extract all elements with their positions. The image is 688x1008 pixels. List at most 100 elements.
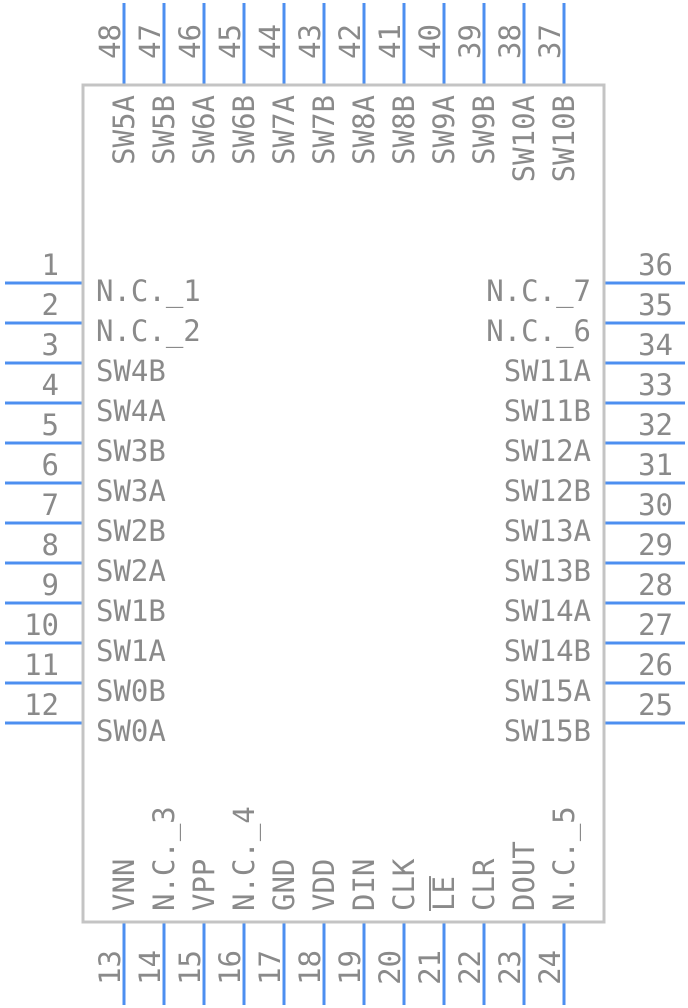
pin-label-sw14b: SW14B: [504, 634, 591, 668]
pin-32-number: 32: [638, 408, 673, 442]
pin-label-din: DIN: [347, 859, 381, 911]
pin-label-vdd: VDD: [307, 859, 341, 911]
pin-24-number: 24: [533, 950, 567, 985]
pin-41-number: 41: [373, 24, 407, 59]
pin-label-sw6b: SW6B: [227, 95, 261, 165]
pin-35-number: 35: [638, 288, 673, 322]
pin-12-number: 12: [24, 688, 59, 722]
pin-label-n-c-1: N.C._1: [96, 274, 201, 309]
pin-11-number: 11: [24, 648, 59, 682]
pin-label-sw3b: SW3B: [96, 434, 166, 468]
pin-label-n-c-3: N.C._3: [147, 806, 182, 911]
pin-6-number: 6: [42, 448, 59, 482]
pin-13-number: 13: [93, 950, 127, 985]
pin-15-number: 15: [173, 950, 207, 985]
pin-19-number: 19: [333, 950, 367, 985]
pin-label-sw7b: SW7B: [307, 95, 341, 165]
pin-label-n-c-7: N.C._7: [486, 274, 591, 309]
pin-label-sw8b: SW8B: [387, 95, 421, 165]
pin-26-number: 26: [638, 648, 673, 682]
pin-label-sw3a: SW3A: [96, 474, 166, 508]
pin-4-number: 4: [42, 368, 59, 402]
pin-9-number: 9: [42, 568, 59, 602]
pin-label-clr: CLR: [467, 858, 501, 911]
pin-label-vpp: VPP: [187, 859, 221, 911]
pin-label-sw4a: SW4A: [96, 394, 166, 428]
pin-17-number: 17: [253, 950, 287, 985]
pin-22-number: 22: [453, 950, 487, 985]
pin-25-number: 25: [638, 688, 673, 722]
pin-27-number: 27: [638, 608, 673, 642]
pin-7-number: 7: [42, 488, 59, 522]
pin-label-sw4b: SW4B: [96, 354, 166, 388]
pin-37-number: 37: [533, 24, 567, 59]
pin-10-number: 10: [24, 608, 59, 642]
pin-label-sw11b: SW11B: [504, 394, 591, 428]
pin-label-sw13a: SW13A: [504, 514, 591, 548]
pin-31-number: 31: [638, 448, 673, 482]
pin-16-number: 16: [213, 950, 247, 985]
pin-label-n-c-5: N.C._5: [547, 806, 582, 911]
pin-34-number: 34: [638, 328, 673, 362]
pin-29-number: 29: [638, 528, 673, 562]
pin-label-le: LE: [427, 876, 461, 911]
pin-18-number: 18: [293, 950, 327, 985]
pin-28-number: 28: [638, 568, 673, 602]
pin-label-sw13b: SW13B: [504, 554, 591, 588]
pin-label-n-c-2: N.C._2: [96, 314, 201, 349]
pin-label-sw9a: SW9A: [427, 95, 461, 165]
pin-38-number: 38: [493, 24, 527, 59]
pin-label-clk: CLK: [387, 858, 421, 911]
pin-43-number: 43: [293, 24, 327, 59]
pin-label-sw1b: SW1B: [96, 594, 166, 628]
pin-label-sw15b: SW15B: [504, 714, 591, 748]
pin-36-number: 36: [638, 248, 673, 282]
pin-46-number: 46: [173, 24, 207, 59]
pin-label-sw12a: SW12A: [504, 434, 591, 468]
pin-label-sw2a: SW2A: [96, 554, 166, 588]
pin-30-number: 30: [638, 488, 673, 522]
pin-42-number: 42: [333, 24, 367, 59]
pin-23-number: 23: [493, 950, 527, 985]
pin-label-sw9b: SW9B: [467, 95, 501, 165]
pin-label-sw1a: SW1A: [96, 634, 166, 668]
pin-label-sw5a: SW5A: [107, 95, 141, 165]
pin-label-sw15a: SW15A: [504, 674, 591, 708]
pin-label-sw2b: SW2B: [96, 514, 166, 548]
pin-label-sw10b: SW10B: [547, 95, 581, 182]
pin-label-n-c-4: N.C._4: [227, 806, 262, 911]
pin-lines: [5, 3, 685, 1005]
pin-47-number: 47: [133, 24, 167, 59]
pin-48-number: 48: [93, 24, 127, 59]
pin-label-sw12b: SW12B: [504, 474, 591, 508]
pin-33-number: 33: [638, 368, 673, 402]
pin-20-number: 20: [373, 950, 407, 985]
pin-label-sw10a: SW10A: [507, 95, 541, 182]
pin-label-sw14a: SW14A: [504, 594, 591, 628]
pin-label-sw8a: SW8A: [347, 95, 381, 165]
pin-label-sw11a: SW11A: [504, 354, 591, 388]
pin-21-number: 21: [413, 950, 447, 985]
pin-3-number: 3: [42, 328, 59, 362]
pin-label-sw0a: SW0A: [96, 714, 166, 748]
pin-label-sw6a: SW6A: [187, 95, 221, 165]
pin-1-number: 1: [42, 248, 59, 282]
pin-label-gnd: GND: [267, 859, 301, 911]
package-body: [81, 83, 606, 924]
pin-14-number: 14: [133, 950, 167, 985]
pin-label-sw0b: SW0B: [96, 674, 166, 708]
pin-label-vnn: VNN: [107, 859, 141, 911]
pin-45-number: 45: [213, 24, 247, 59]
pin-8-number: 8: [42, 528, 59, 562]
pin-label-dout: DOUT: [507, 841, 541, 911]
pin-label-sw7a: SW7A: [267, 95, 301, 165]
pin-5-number: 5: [42, 408, 59, 442]
pin-2-number: 2: [42, 288, 59, 322]
pin-39-number: 39: [453, 24, 487, 59]
pin-label-sw5b: SW5B: [147, 95, 181, 165]
pin-40-number: 40: [413, 24, 447, 59]
pin-label-n-c-6: N.C._6: [486, 314, 591, 349]
